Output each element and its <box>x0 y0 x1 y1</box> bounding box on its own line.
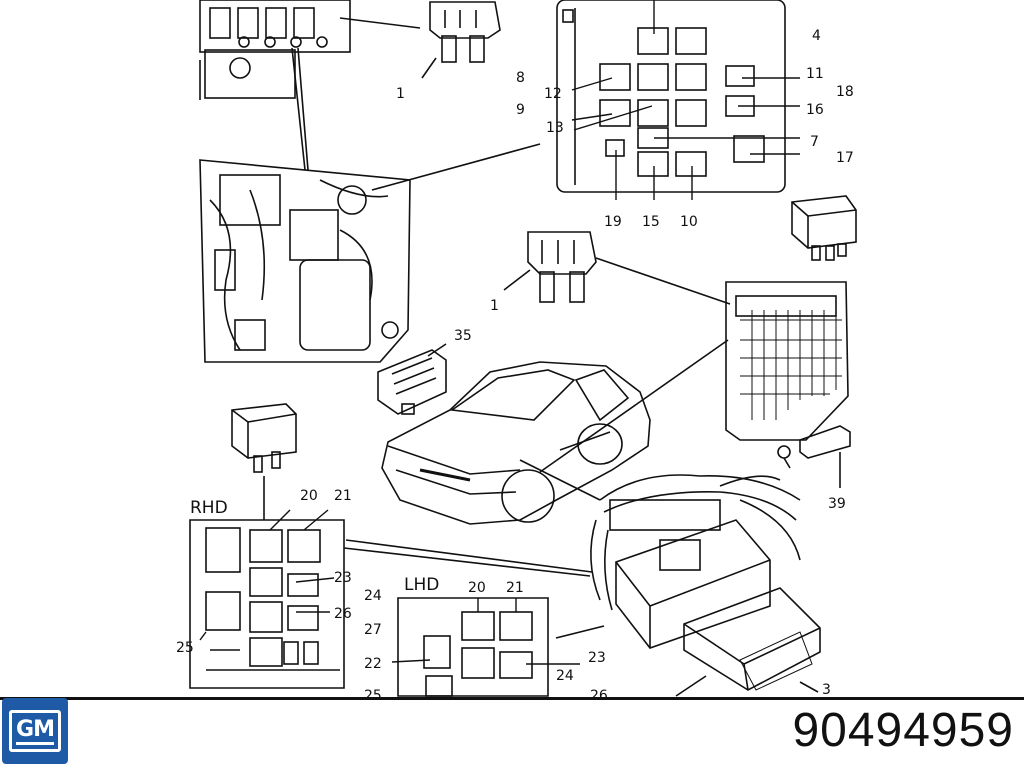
rhd-relay-box <box>189 519 345 689</box>
label-39: 39 <box>828 496 846 512</box>
fuse-relay-diagram: 1 4 8 12 9 13 11 18 16 7 17 19 15 10 1 3… <box>176 0 857 700</box>
label-15: 15 <box>642 214 660 230</box>
top-fuse <box>429 1 501 63</box>
label-lhd-22: 22 <box>364 656 382 672</box>
label-35: 35 <box>454 328 472 344</box>
car-illustration <box>381 361 651 525</box>
label-lhd-23: 23 <box>588 650 606 666</box>
label-1-middle: 1 <box>490 298 499 314</box>
label-rhd-23: 23 <box>334 570 352 586</box>
label-4: 4 <box>812 28 821 44</box>
label-11: 11 <box>806 66 824 82</box>
engine-bay-illustration <box>199 159 411 363</box>
label-10: 10 <box>680 214 698 230</box>
part-number: 90494959 <box>792 704 1014 757</box>
label-rhd-26: 26 <box>334 606 352 622</box>
label-rhd-25: 25 <box>176 640 194 656</box>
label-lhd-21: 21 <box>506 580 524 596</box>
label-rhd-27: 27 <box>364 622 382 638</box>
label-17: 17 <box>836 150 854 166</box>
label-lhd-24: 24 <box>556 668 574 684</box>
fuse-clip-39 <box>777 425 851 469</box>
label-16: 16 <box>806 102 824 118</box>
label-19: 19 <box>604 214 622 230</box>
label-3: 3 <box>822 682 831 698</box>
label-1-top: 1 <box>396 86 405 102</box>
label-rhd-21: 21 <box>334 488 352 504</box>
middle-fuse <box>527 231 597 303</box>
label-7: 7 <box>810 134 819 150</box>
label-rhd: RHD <box>190 498 228 518</box>
label-9: 9 <box>516 102 525 118</box>
lhd-relay-box <box>397 597 549 697</box>
relay-top-right <box>791 195 857 261</box>
wiring-harness-module <box>590 474 801 649</box>
label-rhd-20: 20 <box>300 488 318 504</box>
control-module-3 <box>683 587 821 691</box>
label-13: 13 <box>546 120 564 136</box>
label-lhd-20: 20 <box>468 580 486 596</box>
bottom-frame-line <box>0 697 1024 700</box>
label-18: 18 <box>836 84 854 100</box>
label-lhd: LHD <box>404 575 439 595</box>
gm-logo-frame: GM <box>9 710 61 752</box>
label-12: 12 <box>544 86 562 102</box>
relay-block-35 <box>377 349 447 415</box>
big-relay <box>231 403 297 473</box>
top-left-box <box>199 0 351 100</box>
gm-logo-text: GM <box>16 717 55 745</box>
label-rhd-24: 24 <box>364 588 382 604</box>
main-fuse-box <box>725 281 849 441</box>
label-8: 8 <box>516 70 525 86</box>
top-right-relay-box <box>556 0 786 193</box>
gm-logo: GM <box>2 698 68 764</box>
